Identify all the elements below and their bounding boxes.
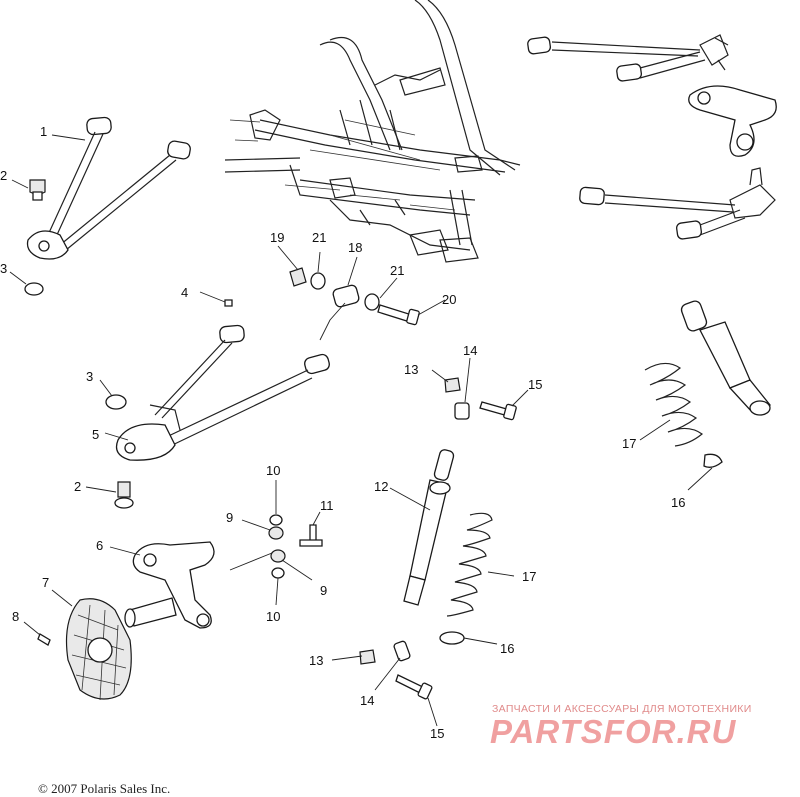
- callout-labels: 1 2 3 4 19 21 18 21 20 3 5 2 13 14 15 6 …: [0, 124, 685, 741]
- screw: [37, 633, 51, 646]
- callout-15b: 15: [430, 726, 444, 741]
- rear-arms-assembly: [527, 34, 777, 240]
- callout-15: 15: [528, 377, 542, 392]
- ball-joint-lower: [114, 481, 134, 509]
- callout-6: 6: [96, 538, 103, 553]
- watermark-caption: ЗАПЧАСТИ И АКСЕССУАРЫ ДЛЯ МОТОТЕХНИКИ: [492, 703, 752, 715]
- pivot-hardware: [289, 267, 420, 326]
- upper-a-arm: [26, 116, 191, 260]
- shock-mount-hardware-lower: [359, 640, 433, 700]
- callout-21: 21: [312, 230, 326, 245]
- shock-mount-hardware-upper: [444, 377, 517, 421]
- callout-2: 2: [0, 168, 7, 183]
- callout-9: 9: [226, 510, 233, 525]
- callout-3: 3: [0, 261, 7, 276]
- steering-knuckle: [124, 541, 215, 629]
- callout-4: 4: [181, 285, 188, 300]
- callout-18: 18: [348, 240, 362, 255]
- callout-2b: 2: [74, 479, 81, 494]
- ball-joint-upper: [29, 179, 46, 201]
- callout-12: 12: [374, 479, 388, 494]
- callout-20: 20: [442, 292, 456, 307]
- callout-13: 13: [404, 362, 418, 377]
- callout-16: 16: [500, 641, 514, 656]
- callout-8: 8: [12, 609, 19, 624]
- spring-retainer: [439, 631, 465, 645]
- callout-3b: 3: [86, 369, 93, 384]
- rear-spring-retainer: [703, 453, 723, 468]
- callout-17: 17: [522, 569, 536, 584]
- callout-10b: 10: [266, 609, 280, 624]
- callout-14: 14: [463, 343, 477, 358]
- grease-fitting: [224, 299, 233, 307]
- rear-shock: [680, 300, 772, 416]
- retaining-ring-upper: [24, 282, 44, 296]
- callout-16b: 16: [671, 495, 685, 510]
- callout-1: 1: [40, 124, 47, 139]
- callout-9b: 9: [320, 583, 327, 598]
- callout-7: 7: [42, 575, 49, 590]
- rear-spring: [644, 362, 703, 447]
- callout-5: 5: [92, 427, 99, 442]
- callout-13b: 13: [309, 653, 323, 668]
- brake-hardware: [268, 514, 323, 579]
- callout-17b: 17: [622, 436, 636, 451]
- watermark-logo: PARTSFOR.RU: [490, 713, 737, 750]
- lower-a-arm: [115, 324, 330, 461]
- retaining-ring-lower: [105, 394, 127, 410]
- callout-14b: 14: [360, 693, 374, 708]
- front-spring: [446, 512, 493, 617]
- callout-21b: 21: [390, 263, 404, 278]
- frame-assembly: [224, 0, 521, 263]
- copyright-text: © 2007 Polaris Sales Inc.: [38, 781, 171, 796]
- callout-19: 19: [270, 230, 284, 245]
- callout-10: 10: [266, 463, 280, 478]
- callout-11: 11: [320, 498, 334, 513]
- front-shock: [403, 449, 455, 606]
- brake-disc: [65, 598, 132, 701]
